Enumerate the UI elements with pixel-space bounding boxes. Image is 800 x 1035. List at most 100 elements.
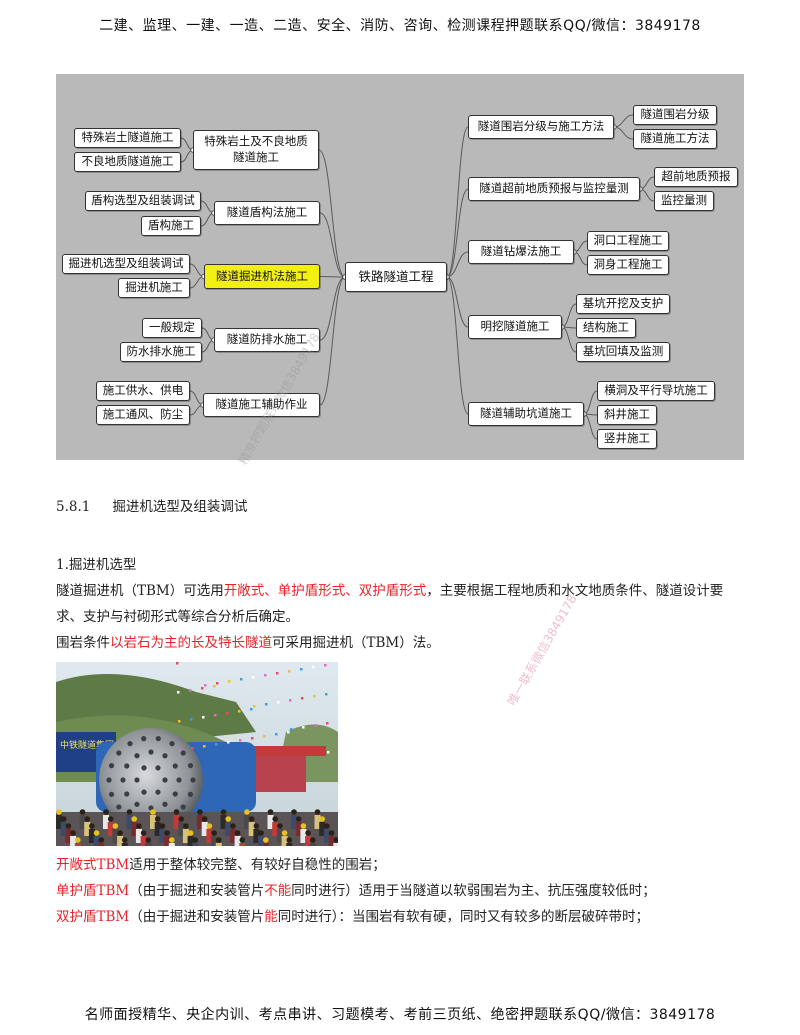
mind-map-connector bbox=[446, 276, 469, 328]
node-monitoring-measurement: 监控量测 bbox=[654, 191, 714, 211]
crowd-person bbox=[281, 836, 288, 846]
crowd-person bbox=[258, 836, 265, 846]
cutter-disc bbox=[106, 777, 112, 783]
node-water-power-supply: 施工供水、供电 bbox=[96, 381, 190, 401]
crowd-head bbox=[122, 837, 128, 843]
crowd-person bbox=[93, 836, 100, 846]
crowd-head bbox=[310, 837, 316, 843]
crowd-person bbox=[74, 843, 81, 846]
crowd-person bbox=[197, 815, 203, 829]
crowd-head bbox=[239, 837, 246, 843]
crowd-head bbox=[192, 837, 199, 843]
confetti-piece bbox=[201, 687, 204, 690]
confetti-piece bbox=[204, 684, 207, 687]
node-rock-classification-methods: 隧道围岩分级与施工方法 bbox=[468, 115, 614, 139]
confetti-piece bbox=[327, 751, 330, 754]
crowd-person bbox=[239, 843, 246, 846]
crowd-person bbox=[211, 836, 218, 846]
crowd-head bbox=[70, 830, 76, 836]
page-header: 二建、监理、一建、一造、二造、安全、消防、咨询、检测课程押题联系QQ/微信：38… bbox=[99, 18, 701, 34]
crowd-person bbox=[159, 829, 166, 843]
crowd-head bbox=[248, 816, 255, 822]
cutter-disc bbox=[108, 763, 115, 769]
cutter-disc bbox=[134, 753, 140, 759]
mind-map-connector bbox=[613, 114, 634, 128]
node-tbm-construction: 掘进机施工 bbox=[118, 278, 190, 298]
confetti-piece bbox=[326, 722, 329, 725]
node-drill-blast: 隧道钻爆法施工 bbox=[468, 240, 574, 264]
confetti-piece bbox=[275, 733, 278, 736]
mind-map-connector bbox=[639, 176, 655, 190]
crowd-person bbox=[84, 822, 91, 836]
crowd-person bbox=[150, 815, 156, 829]
mind-map-connector bbox=[318, 149, 346, 278]
mind-map-links bbox=[180, 114, 655, 440]
line-double-shield-tbm: 双护盾TBM（由于掘进和安装管片能同时进行）：当围岩有软有硬，同时又有较多的断层… bbox=[56, 904, 746, 930]
node-construction-methods: 隧道施工方法 bbox=[633, 129, 717, 149]
crowd-head bbox=[79, 809, 86, 815]
cutter-disc bbox=[155, 765, 161, 771]
crowd-person bbox=[262, 843, 269, 846]
crowd-person bbox=[253, 829, 260, 843]
node-auxiliary-adit: 隧道辅助坑道施工 bbox=[468, 402, 584, 426]
crowd-head bbox=[178, 816, 184, 822]
cutter-disc bbox=[180, 804, 186, 810]
mind-map-connector bbox=[319, 276, 346, 406]
confetti-piece bbox=[264, 674, 267, 677]
highlight-text: 开敞式、单护盾形式、双护盾形式 bbox=[223, 583, 427, 599]
crowd-person bbox=[107, 822, 114, 836]
crowd-head bbox=[277, 823, 283, 829]
crowd-person bbox=[182, 829, 189, 843]
confetti-piece bbox=[276, 672, 279, 675]
mind-map-connector bbox=[189, 390, 204, 406]
confetti-piece bbox=[302, 726, 305, 729]
crowd-head bbox=[98, 837, 105, 843]
crowd-head bbox=[225, 816, 231, 822]
crowd-head bbox=[220, 809, 227, 815]
crowd-person bbox=[187, 836, 194, 846]
highlight-text: 双护盾TBM bbox=[56, 909, 130, 925]
crowd-head bbox=[107, 816, 114, 822]
crowd-head bbox=[328, 830, 335, 836]
crowd-head bbox=[324, 823, 330, 829]
crowd-person bbox=[272, 822, 279, 836]
node-portal-construction: 洞口工程施工 bbox=[587, 231, 669, 251]
crowd-person bbox=[126, 815, 133, 829]
crowd-head bbox=[258, 830, 264, 836]
confetti-piece bbox=[239, 739, 242, 742]
crowd-head bbox=[140, 830, 147, 836]
confetti-piece bbox=[202, 716, 205, 719]
crowd-head bbox=[295, 816, 302, 822]
crowd-person bbox=[319, 822, 326, 836]
crowd-head bbox=[136, 823, 142, 829]
cutter-disc bbox=[120, 777, 126, 783]
paragraph-rock-conditions: 围岩条件以岩石为主的长及特长隧道可采用掘进机（TBM）法。 bbox=[56, 630, 746, 656]
text: 围岩条件 bbox=[56, 635, 110, 651]
cutter-disc bbox=[187, 791, 194, 797]
cutter-disc bbox=[141, 736, 147, 742]
confetti-piece bbox=[289, 699, 292, 702]
node-shield-selection: 盾构选型及组装调试 bbox=[85, 191, 201, 211]
crowd-person bbox=[60, 822, 67, 836]
crowd-person bbox=[305, 836, 312, 846]
crowd-person bbox=[201, 822, 208, 836]
confetti-piece bbox=[179, 749, 182, 752]
crowd-person bbox=[168, 843, 175, 846]
mind-map-connector bbox=[561, 326, 577, 353]
subheading: 1.掘进机选型 bbox=[56, 557, 137, 573]
crowd-person bbox=[267, 815, 274, 829]
crowd-head bbox=[244, 809, 250, 815]
crowd-person bbox=[88, 829, 95, 843]
crowd-head bbox=[126, 809, 133, 815]
cutter-disc bbox=[162, 801, 168, 807]
mind-map-connector bbox=[319, 276, 346, 278]
text: 可采用掘进机（TBM）法。 bbox=[272, 635, 440, 651]
crowd-head bbox=[150, 809, 156, 815]
crowd-person bbox=[178, 822, 185, 836]
node-waterproof-drainage: 隧道防排水施工 bbox=[214, 328, 320, 352]
confetti-piece bbox=[213, 685, 216, 688]
crowd-person bbox=[276, 829, 283, 843]
crowd-person bbox=[220, 815, 227, 829]
crowd-head bbox=[159, 823, 166, 829]
